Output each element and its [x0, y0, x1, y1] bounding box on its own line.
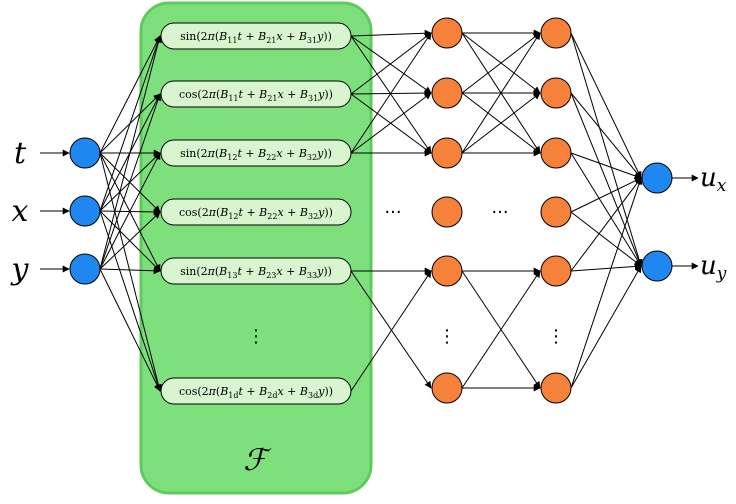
feature-pill-box	[160, 198, 352, 226]
edge-feature-2-h1-1	[350, 92, 432, 154]
hidden1-node-3	[431, 196, 463, 228]
nodes	[69, 17, 673, 404]
hidden2-node-4	[540, 255, 572, 287]
connections	[40, 29, 699, 392]
edge-feature-0-h1-1	[350, 35, 432, 94]
edge-input-2-feature-0	[99, 35, 162, 270]
feature-pill-label: sin(2π(B11t + B21x + B31y))	[180, 30, 332, 45]
edge-input-2-feature-1	[99, 93, 162, 270]
feature-pill-4: sin(2π(B13t + B23x + B33y))	[160, 257, 352, 285]
edge-feature-4-h1-5	[350, 270, 432, 389]
feature-pill-box	[160, 139, 352, 167]
feature-pills: sin(2π(B11t + B21x + B31y)) cos(2π(B11t +…	[160, 22, 352, 405]
h-ellipsis-left: ···	[384, 202, 401, 223]
edge-feature-2-h1-0	[350, 32, 432, 154]
feature-pill-0: sin(2π(B11t + B21x + B31y))	[160, 22, 352, 50]
hidden2-node-2	[540, 137, 572, 169]
h-ellipsis-right: ···	[491, 202, 508, 223]
edge-input-1-feature-0	[99, 35, 162, 212]
edge-input-2-feature-3	[99, 211, 161, 270]
feature-pill-1: cos(2π(B11t + B21x + B31y))	[160, 80, 352, 108]
feature-pill-box	[160, 22, 352, 50]
feature-pill-2: sin(2π(B12t + B22x + B32y))	[160, 139, 352, 167]
input-label-y: y	[10, 252, 30, 287]
edge-h2-1-out-0	[570, 92, 642, 179]
feature-pill-3: cos(2π(B12t + B22x + B32y))	[160, 198, 352, 226]
edge-h1-2-h2-0	[461, 32, 541, 154]
hidden2-node-1	[540, 77, 572, 109]
labels: ⋮ ⋮ ⋮ ··· ··· txy ux uy	[10, 136, 727, 347]
hidden1-node-0	[431, 17, 463, 49]
feature-pill-label: sin(2π(B13t + B23x + B33y))	[180, 265, 332, 280]
hidden2-node-3	[540, 196, 572, 228]
hidden2-node-0	[540, 17, 572, 49]
edge-h2-0-out-1	[570, 32, 643, 267]
edge-h2-4-out-0	[570, 177, 642, 272]
input-node-x	[69, 195, 101, 227]
edge-h2-3-out-0	[570, 177, 642, 213]
hidden2-node-5	[540, 372, 572, 404]
edge-h2-1-out-1	[570, 92, 642, 267]
feature-pill-label: sin(2π(B12t + B22x + B32y))	[180, 147, 332, 162]
edge-input-2-feature-4	[99, 267, 161, 275]
feature-pill-label: cos(2π(B12t + B22x + B32y))	[179, 206, 333, 221]
edge-h1-2-h2-1	[461, 92, 541, 154]
hidden1-node-4	[431, 255, 463, 287]
edge-h2-0-out-0	[570, 32, 642, 179]
edge-input-2-feature-2	[99, 152, 161, 270]
edge-h2-5-out-0	[570, 177, 643, 389]
feature-pill-label: cos(2π(B1dt + B2dx + B3dy))	[179, 385, 333, 400]
edge-feature-0-h1-2	[350, 35, 432, 154]
feature-pill-5: cos(2π(B1dt + B2dx + B3dy))	[160, 377, 352, 405]
edge-input-0-feature-5	[99, 152, 162, 392]
input-node-t	[69, 137, 101, 169]
output-node-0	[641, 162, 673, 194]
feature-pill-box	[160, 377, 352, 405]
hidden1-node-1	[431, 77, 463, 109]
edge-feature-0-h1-0	[350, 29, 432, 37]
edge-h2-2-out-0	[570, 152, 642, 180]
feature-pill-box	[160, 257, 352, 285]
edge-h2-5-out-1	[570, 265, 642, 389]
edge-h2-4-out-1	[570, 262, 642, 272]
hidden1-node-2	[431, 137, 463, 169]
edge-feature-1-h1-0	[350, 32, 432, 95]
feature-pill-label: cos(2π(B11t + B21x + B31y))	[179, 88, 333, 103]
feature-pill-box	[160, 80, 352, 108]
feature-ellipsis: ⋮	[247, 326, 265, 347]
edge-h2-2-out-1	[570, 152, 642, 267]
h1-ellipsis: ⋮	[438, 326, 456, 347]
hidden1-node-5	[431, 372, 463, 404]
output-label-ux: ux	[700, 163, 727, 196]
input-label-x: x	[12, 194, 29, 229]
edge-feature-5-h1-4	[350, 270, 432, 392]
fourier-feature-panel	[139, 1, 373, 495]
edge-input-0-feature-0	[99, 35, 161, 154]
edge-h1-5-h2-4	[461, 270, 541, 389]
input-node-y	[69, 253, 101, 285]
edge-h1-1-h2-0	[461, 32, 541, 94]
input-label-t: t	[14, 136, 27, 171]
edge-h2-3-out-1	[570, 211, 642, 267]
output-label-uy: uy	[700, 251, 727, 284]
edge-input-2-feature-5	[99, 268, 161, 392]
output-node-1	[641, 250, 673, 282]
h2-ellipsis: ⋮	[547, 326, 565, 347]
